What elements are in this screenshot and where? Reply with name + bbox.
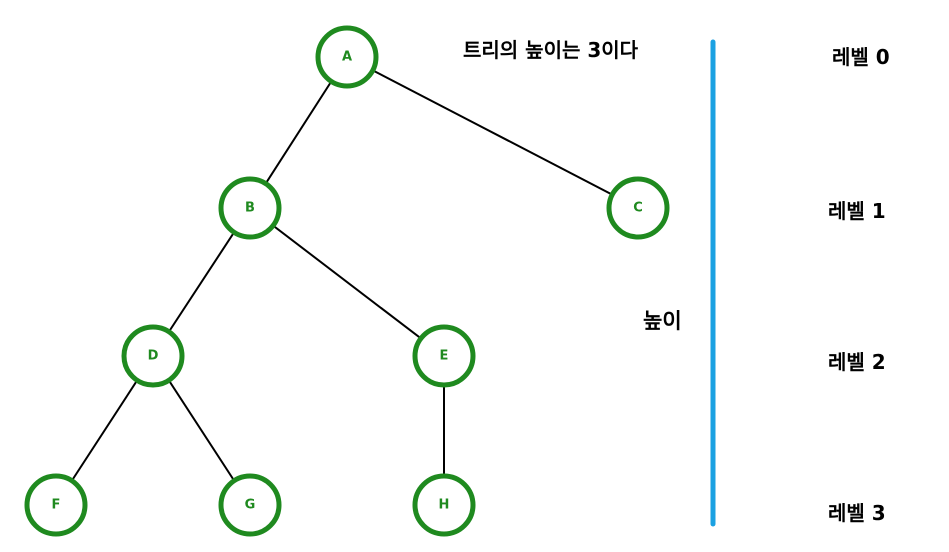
node-label: C (633, 201, 643, 216)
node-label: E (440, 349, 449, 364)
node-label: D (148, 349, 159, 364)
node-circle (412, 324, 476, 388)
level-label-1: 레벨 1 (828, 199, 886, 223)
node-group: A B C D E F G H (24, 25, 670, 537)
node-circle (218, 176, 282, 240)
level-label-3: 레벨 3 (828, 501, 886, 525)
node-b: B (218, 176, 282, 240)
node-a: A (315, 25, 379, 89)
node-circle (606, 176, 670, 240)
node-d: D (121, 324, 185, 388)
node-circle (315, 25, 379, 89)
level-label-2: 레벨 2 (828, 350, 886, 374)
node-e: E (412, 324, 476, 388)
node-label: A (342, 50, 352, 65)
node-circle (24, 473, 88, 537)
node-f: F (24, 473, 88, 537)
node-label: H (439, 498, 450, 513)
edge-group (55, 56, 639, 506)
node-circle (218, 473, 282, 537)
height-label: 높이 (643, 309, 682, 333)
node-circle (121, 324, 185, 388)
node-label: B (245, 201, 255, 216)
node-label: F (52, 498, 61, 513)
level-label-0: 레벨 0 (832, 45, 890, 69)
node-label: G (245, 498, 256, 513)
node-g: G (218, 473, 282, 537)
edge-a-c (346, 56, 639, 209)
node-c: C (606, 176, 670, 240)
edge-b-e (249, 207, 445, 357)
node-h: H (412, 473, 476, 537)
height-title: 트리의 높이는 3이다 (463, 38, 639, 62)
node-circle (412, 473, 476, 537)
